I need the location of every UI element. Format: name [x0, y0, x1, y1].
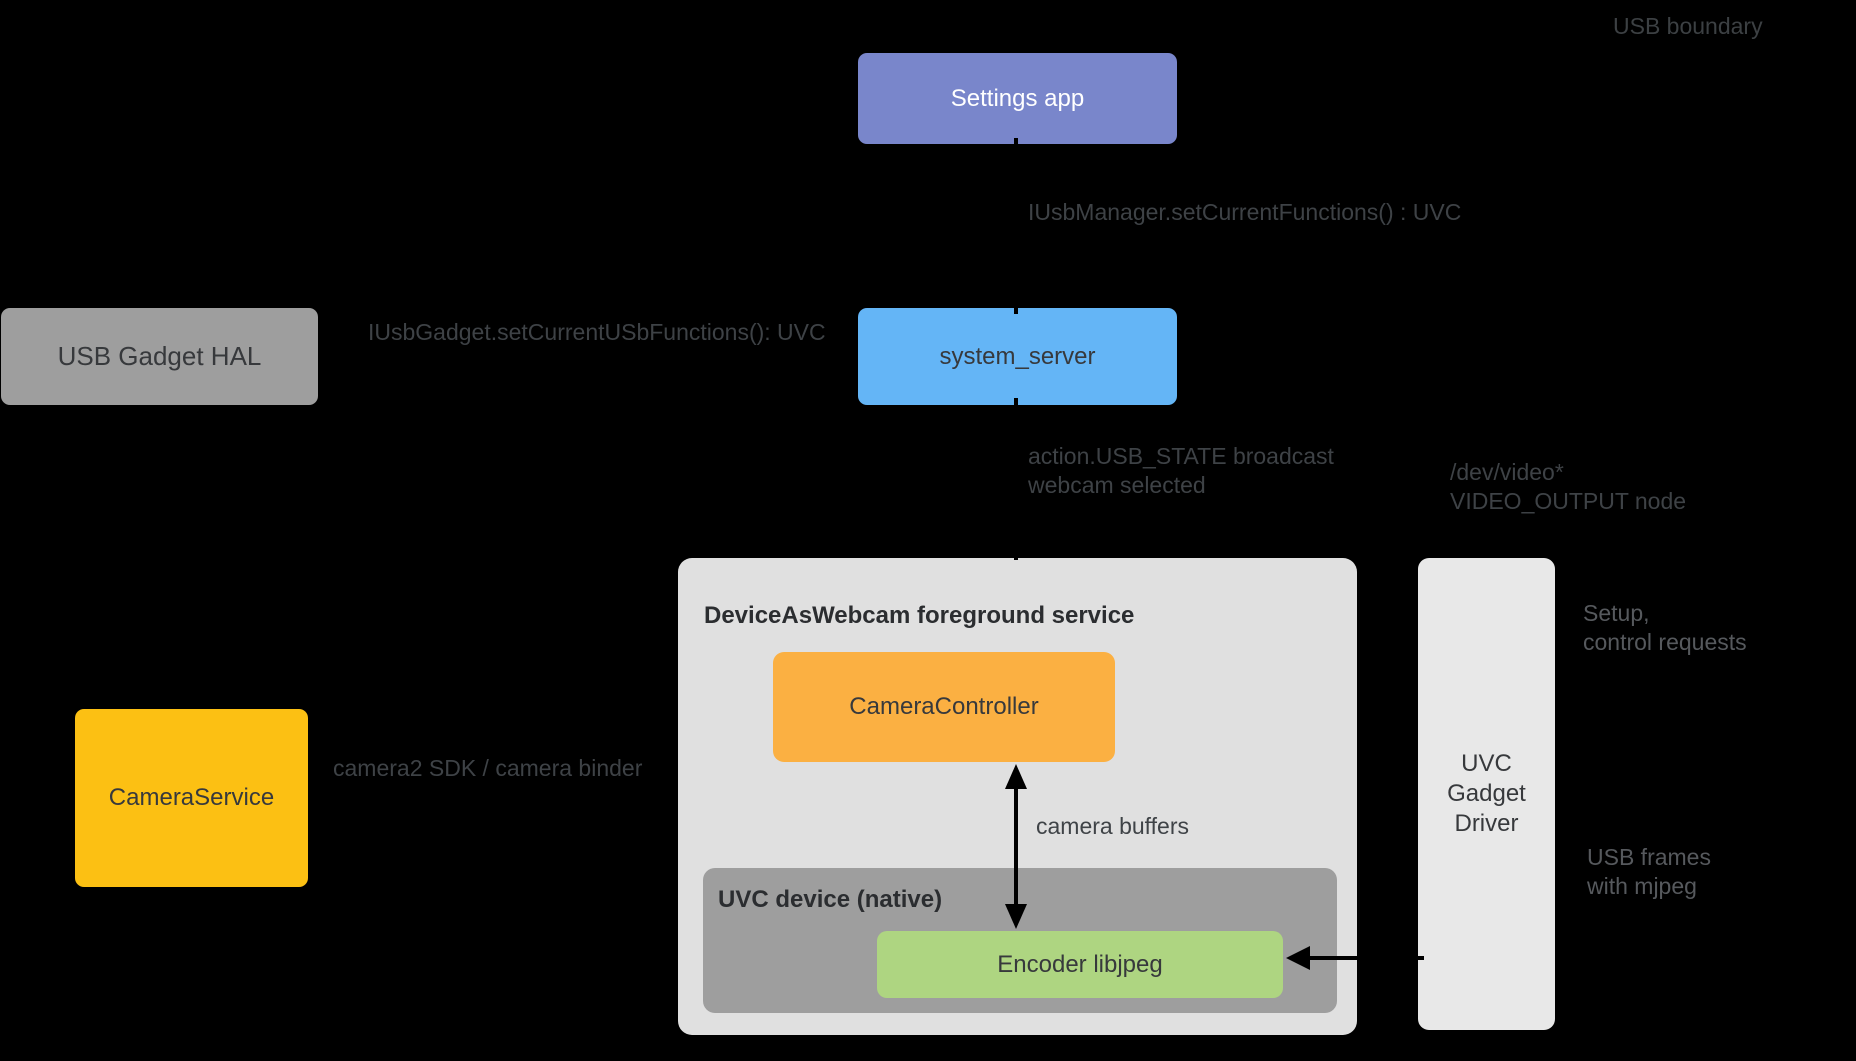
iusbmanager-call-label: IUsbManager.setCurrentFunctions() : UVC	[1028, 199, 1462, 225]
arrow-system-server-to-service	[1014, 398, 1018, 560]
encoder-libjpeg-node: Encoder libjpeg	[877, 931, 1283, 998]
arrow-system-server-to-hal	[322, 354, 854, 358]
camera-service-node: CameraService	[75, 709, 308, 887]
usb-frames-mjpeg-label: USB frames with mjpeg	[1587, 844, 1711, 899]
arrow-camera-service-to-service	[312, 796, 674, 800]
arrowhead-down-camera-buffers	[1005, 904, 1027, 929]
arrowhead-up-camera-buffers	[1005, 764, 1027, 789]
camera-controller-node: CameraController	[773, 652, 1115, 762]
arrow-camera-buffers	[1014, 780, 1018, 914]
arrow-driver-to-encoder	[1302, 956, 1424, 960]
camera-buffers-label: camera buffers	[1036, 813, 1189, 839]
service-container-title: DeviceAsWebcam foreground service	[704, 602, 1135, 629]
arrowhead-left-driver-to-encoder	[1286, 946, 1310, 970]
system-server-node: system_server	[858, 308, 1177, 405]
uvc-gadget-driver-node: UVC Gadget Driver	[1418, 558, 1555, 1030]
setup-control-requests-label: Setup, control requests	[1583, 600, 1747, 655]
uvc-device-container-title: UVC device (native)	[718, 886, 943, 913]
dev-video-node-label: /dev/video* VIDEO_OUTPUT node	[1450, 459, 1687, 514]
iusbgadget-call-label: IUsbGadget.setCurrentUSbFunctions(): UVC	[368, 319, 826, 345]
usb-gadget-hal-node: USB Gadget HAL	[1, 308, 318, 405]
arrow-settings-to-system-server	[1014, 138, 1018, 314]
settings-app-node: Settings app	[858, 53, 1177, 144]
usb-boundary-label: USB boundary	[1613, 13, 1763, 39]
camera2-sdk-label: camera2 SDK / camera binder	[333, 755, 643, 781]
usb-state-broadcast-label: action.USB_STATE broadcast webcam select…	[1028, 443, 1334, 498]
